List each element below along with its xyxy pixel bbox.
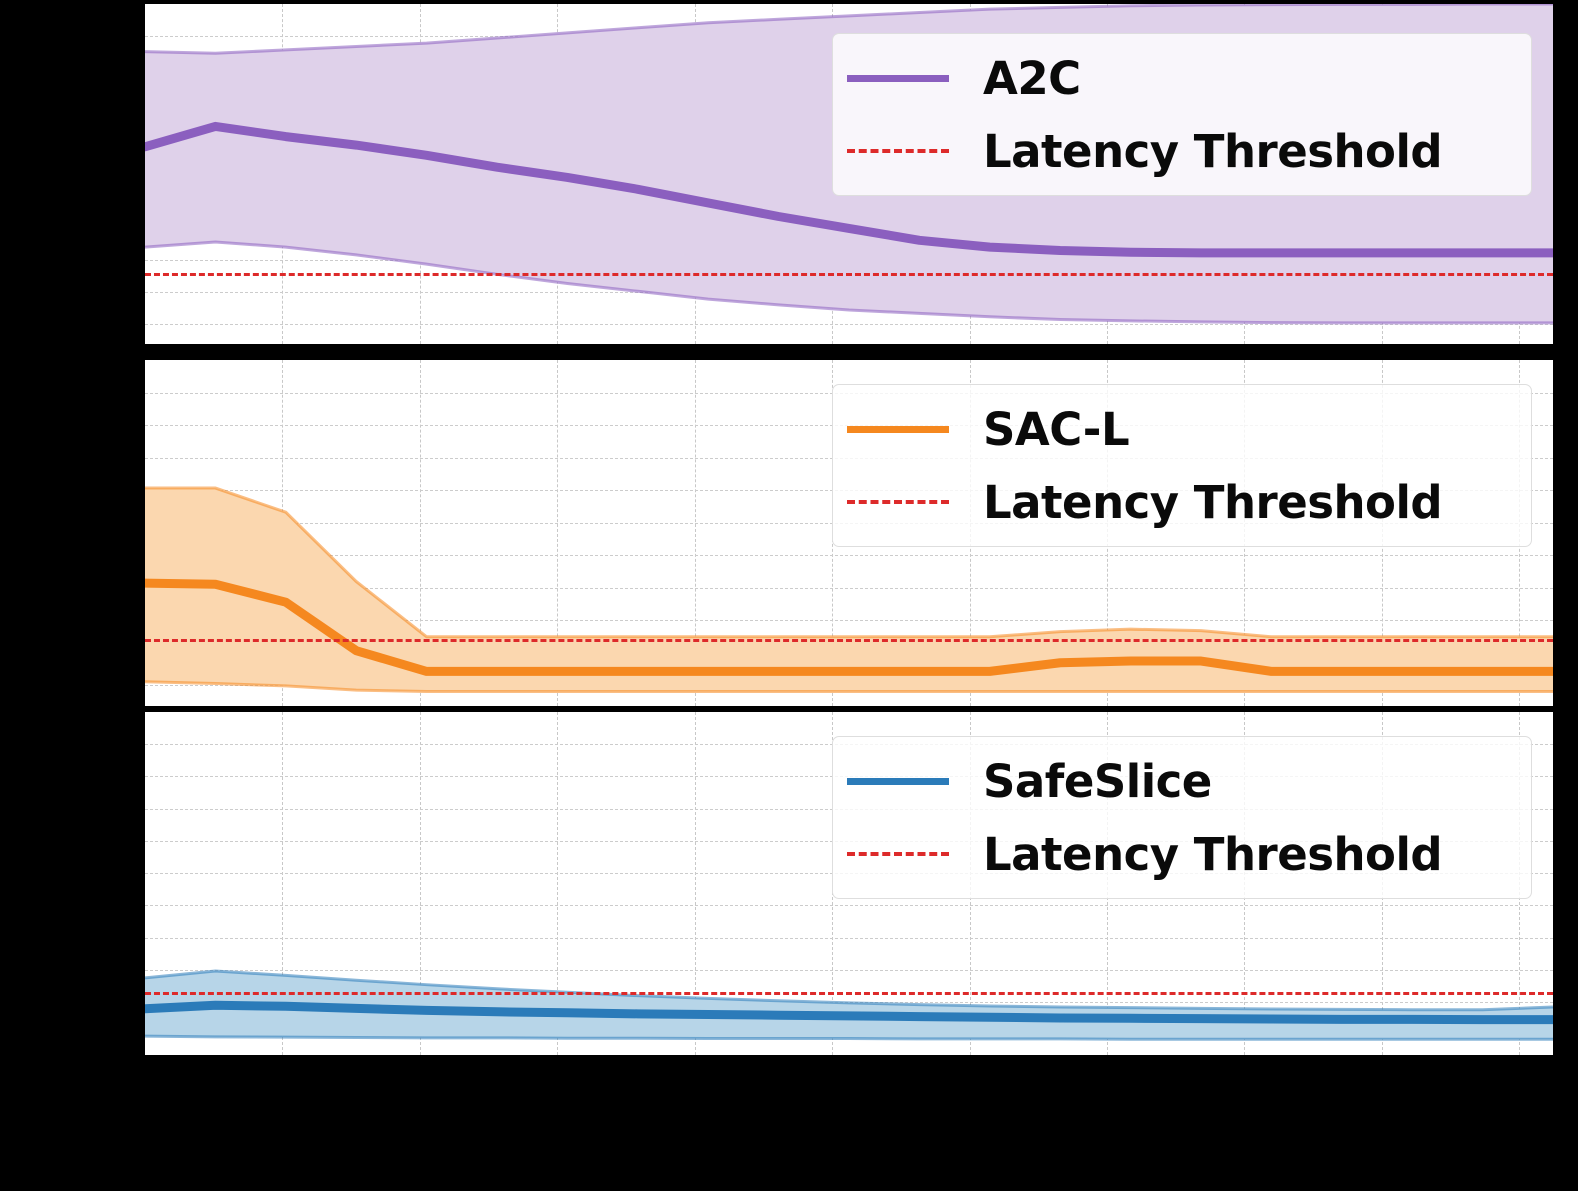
safeslice-mean-line	[145, 1005, 1553, 1019]
panel-a2c: A2C Latency Threshold	[145, 4, 1553, 344]
legend-label-threshold-safeslice: Latency Threshold	[983, 827, 1443, 881]
legend-label-sac-l: SAC-L	[983, 402, 1130, 456]
a2c-band-lower-edge	[145, 242, 1553, 323]
sac-l-band-upper-edge	[145, 488, 1553, 637]
a2c-mean-line	[145, 126, 1553, 252]
legend-label-a2c: A2C	[983, 51, 1081, 105]
gridline-horizontal	[145, 323, 1553, 325]
panel-sac-l: SAC-L Latency Threshold	[145, 360, 1553, 706]
legend-label-safeslice: SafeSlice	[983, 754, 1212, 808]
sac-l-band-lower-edge	[145, 682, 1553, 692]
panel-safeslice: SafeSlice Latency Threshold	[145, 712, 1553, 1055]
sac-l-mean-line	[145, 583, 1553, 671]
gridline-vertical	[419, 712, 421, 1055]
gridline-horizontal	[145, 937, 1553, 939]
latency-threshold-line-safeslice	[145, 991, 1553, 995]
gridline-vertical	[694, 360, 696, 706]
legend-item-a2c[interactable]: A2C	[847, 56, 1515, 101]
series-safeslice	[145, 712, 1553, 1055]
latency-threshold-line-sac-l	[145, 638, 1553, 642]
gridline-horizontal	[145, 620, 1553, 622]
gridline-vertical	[694, 712, 696, 1055]
legend-swatch-a2c-line	[847, 74, 949, 82]
safeslice-band-lower-edge	[145, 1036, 1553, 1039]
legend-swatch-threshold-line	[847, 149, 949, 153]
gridline-vertical	[557, 712, 559, 1055]
gridline-horizontal	[145, 587, 1553, 589]
legend-sac-l: SAC-L Latency Threshold	[832, 384, 1532, 547]
legend-item-safeslice[interactable]: SafeSlice	[847, 759, 1515, 804]
gridline-horizontal	[145, 969, 1553, 971]
gridline-vertical	[419, 360, 421, 706]
gridline-horizontal	[145, 905, 1553, 907]
legend-swatch-threshold-line	[847, 500, 949, 504]
gridline-vertical	[282, 712, 284, 1055]
legend-swatch-threshold-line	[847, 852, 949, 856]
legend-label-threshold-sac-l: Latency Threshold	[983, 475, 1443, 529]
legend-item-threshold-safeslice[interactable]: Latency Threshold	[847, 832, 1515, 877]
legend-safeslice: SafeSlice Latency Threshold	[832, 736, 1532, 899]
legend-a2c: A2C Latency Threshold	[832, 33, 1532, 196]
legend-swatch-sac-l-line	[847, 425, 949, 433]
legend-item-sac-l[interactable]: SAC-L	[847, 407, 1515, 452]
safeslice-band-upper-edge	[145, 971, 1553, 1010]
legend-item-threshold-a2c[interactable]: Latency Threshold	[847, 129, 1515, 174]
legend-swatch-safeslice-line	[847, 777, 949, 785]
legend-label-threshold-a2c: Latency Threshold	[983, 124, 1443, 178]
gridline-horizontal	[145, 555, 1553, 557]
a2c-band-upper-edge	[145, 4, 1553, 53]
latency-threshold-line-a2c	[145, 272, 1553, 276]
gridline-vertical	[557, 360, 559, 706]
legend-item-threshold-sac-l[interactable]: Latency Threshold	[847, 480, 1515, 525]
